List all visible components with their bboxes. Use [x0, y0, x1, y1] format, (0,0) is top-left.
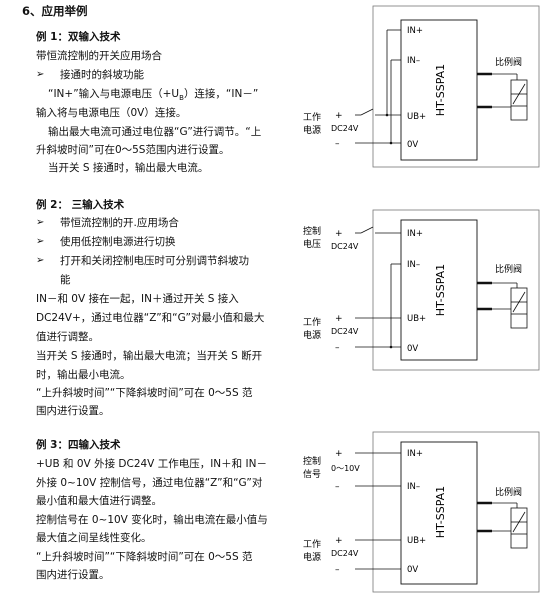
- example3-para3-line2: 围内进行设置。: [36, 569, 110, 581]
- example3-para2-line1: 控制信号在 0~10V 变化时，输出电流在最小值与: [36, 514, 268, 526]
- diagram-1-pin-0v: 0V: [407, 140, 418, 150]
- diagram-2-work-plus: +: [335, 314, 343, 324]
- diagram-2-valve-symbol: [510, 287, 528, 329]
- diagram-3-signal-range: 0～10V: [331, 464, 360, 473]
- diagram-2-pin-in-minus: IN–: [407, 260, 420, 270]
- diagram-2-control-label-1: 控制: [303, 225, 321, 237]
- example2-para1-line2: DC24V+，通过电位器“Z”和“G”对最小值和最大: [36, 312, 265, 324]
- diagram-1-minus: –: [335, 139, 340, 149]
- diagram-2-work-minus: –: [335, 343, 340, 353]
- example3-para3-line1: “上升斜坡时间”“下降斜坡时间”可在 0～5S 范: [36, 551, 253, 563]
- diagram-2-pin-ub: UB+: [407, 314, 426, 324]
- diagram-3-signal-minus: –: [335, 482, 340, 492]
- diagram-3-valve-symbol: [510, 507, 528, 549]
- wiring-diagrams: HT-SSPA1 IN+ IN– UB+ 0V 工作 电源 + DC24V – …: [303, 5, 540, 593]
- diagram-3-pin-ub: UB+: [407, 536, 426, 546]
- diagram-3-frame: [372, 431, 540, 593]
- example2-bullet1: 带恒流控制的开.应用场合: [36, 216, 179, 230]
- diagram-1: HT-SSPA1 IN+ IN– UB+ 0V 工作 电源 + DC24V – …: [303, 5, 540, 168]
- diagram-2-pin-in-plus: IN+: [407, 229, 423, 239]
- diagram-3: HT-SSPA1 IN+ IN– UB+ 0V 控制 信号 + 0～10V – …: [303, 431, 540, 593]
- example1-desc: 带恒流控制的开关应用场合: [36, 50, 162, 62]
- example1-para1-line2: 输入将与电源电压（0V）连接。: [36, 107, 187, 119]
- example2-para3-line2: 围内进行设置。: [36, 405, 110, 417]
- diagram-3-valve-label: 比例阀: [495, 486, 522, 498]
- diagram-3-signal-label-2: 信号: [303, 468, 321, 480]
- diagram-2-ctrl-dc24v: DC24V: [331, 242, 359, 251]
- example1-para2-line1: 输出最大电流可通过电位器“G”进行调节。“上: [48, 126, 262, 138]
- diagram-2-work-label-1: 工作: [303, 316, 321, 328]
- diagram-3-module: [400, 441, 478, 585]
- diagram-2-control-label-2: 电压: [303, 238, 321, 250]
- diagram-1-work-label-2: 电源: [303, 124, 321, 136]
- diagram-2-work-label-2: 电源: [303, 329, 321, 341]
- diagram-1-module-name: HT-SSPA1: [434, 64, 447, 116]
- diagram-2-pin-0v: 0V: [407, 344, 418, 354]
- diagram-3-signal-plus: +: [335, 449, 343, 459]
- example2-title: 例 2： 三输入技术: [36, 199, 125, 211]
- diagram-3-work-minus: –: [335, 565, 340, 575]
- diagram-3-module-name: HT-SSPA1: [434, 486, 447, 538]
- diagram-2-work-dc24v: DC24V: [331, 327, 359, 336]
- diagram-1-dc24v: DC24V: [331, 124, 359, 133]
- diagram-3-work-label-2: 电源: [303, 551, 321, 563]
- text-column: 6、应用举例 例 1：双输入技术 带恒流控制的开关应用场合 接通时的斜坡功能 “…: [0, 0, 300, 600]
- example1-para1-line1: “IN+”输入与电源电压（+UB）连接，“IN－”: [48, 88, 259, 103]
- diagram-1-frame: [372, 5, 540, 168]
- diagram-1-pin-in-minus: IN–: [407, 56, 420, 66]
- example2-para3-line1: “上升斜坡时间”“下降斜坡时间”可在 0～5S 范: [36, 387, 253, 399]
- diagram-3-pin-0v: 0V: [407, 565, 418, 575]
- diagram-1-module: [400, 19, 478, 161]
- example2-bullet3: 打开和关闭控制电压时可分别调节斜坡功: [36, 254, 249, 268]
- diagram-3-signal-label-1: 控制: [303, 455, 321, 467]
- example2-bullet2: 使用低控制电源进行切换: [36, 235, 175, 249]
- diagram-1-plus: +: [335, 111, 343, 121]
- example1-para2-line2: 升斜坡时间”可在0～5S范围内进行设置。: [36, 144, 230, 156]
- diagram-1-valve-symbol: [510, 79, 528, 121]
- diagram-1-valve-label: 比例阀: [495, 56, 522, 68]
- diagram-2-ctrl-plus: +: [335, 229, 343, 239]
- example3-title: 例 3：四输入技术: [36, 439, 121, 451]
- diagram-1-pin-ub: UB+: [407, 112, 426, 122]
- example2-para1-line3: 值进行调整。: [36, 331, 99, 343]
- diagram-3-work-plus: +: [335, 536, 343, 546]
- example2-para2-line2: 时，输出最小电流。: [36, 369, 131, 381]
- example2-para2-line1: 当开关 S 接通时，输出最大电流；当开关 S 断开: [36, 350, 263, 362]
- diagram-3-work-dc24v: DC24V: [331, 549, 359, 558]
- section-title: 6、应用举例: [22, 4, 88, 18]
- diagram-2-module-name: HT-SSPA1: [434, 264, 447, 316]
- diagram-2-module: [400, 219, 478, 361]
- example3-para1-line3: 最小值和最大值进行调整。: [36, 495, 162, 507]
- example3-para1-line1: +UB 和 0V 外接 DC24V 工作电压，IN＋和 IN－: [36, 458, 267, 470]
- example2-para1-line1: IN－和 0V 接在一起，IN＋通过开关 S 接入: [36, 293, 239, 305]
- diagram-2: HT-SSPA1 IN+ IN– UB+ 0V 控制 电压 + DC24V 工作…: [303, 209, 540, 371]
- diagram-3-pin-in-plus: IN+: [407, 449, 423, 459]
- example1-para3: 当开关 S 接通时，输出最大电流。: [48, 162, 209, 174]
- example2-bullet3-cont: 能: [60, 274, 71, 286]
- diagram-3-pin-in-minus: IN–: [407, 482, 420, 492]
- diagram-1-pin-in-plus: IN+: [407, 26, 423, 36]
- diagram-2-frame: [372, 209, 540, 371]
- diagram-3-work-label-1: 工作: [303, 538, 321, 550]
- example1-title: 例 1：双输入技术: [36, 31, 121, 43]
- example3-para1-line2: 外接 0~10V 控制信号，通过电位器“Z”和“G”对: [36, 477, 263, 489]
- example3-para2-line2: 最大值之间呈线性变化。: [36, 532, 152, 544]
- example1-bullet: 接通时的斜坡功能: [36, 68, 144, 82]
- diagram-2-valve-label: 比例阀: [495, 263, 522, 275]
- diagram-1-work-label-1: 工作: [303, 111, 321, 123]
